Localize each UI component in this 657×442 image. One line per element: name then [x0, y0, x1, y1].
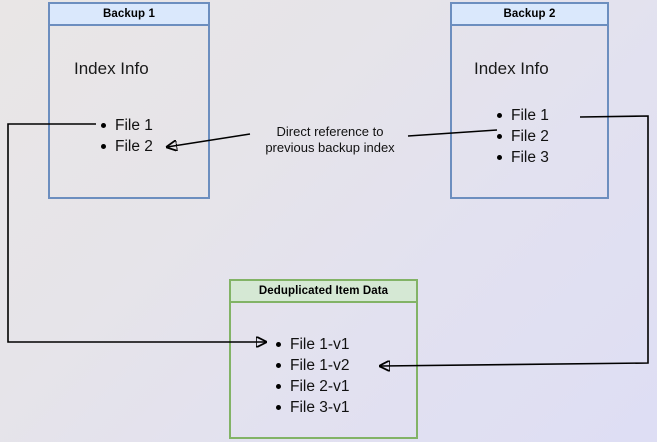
backup-2-header: Backup 2 [450, 2, 609, 26]
backup-1-box [48, 2, 210, 199]
list-item: File 3-v1 [276, 397, 349, 418]
backup-1-file-list: File 1 File 2 [101, 115, 153, 157]
direct-reference-annotation: Direct reference to previous backup inde… [247, 124, 413, 156]
backup-2-index-info-label: Index Info [474, 59, 549, 78]
deduplicated-file-list: File 1-v1 File 1-v2 File 2-v1 File 3-v1 [276, 334, 349, 418]
deduplicated-item-data-header-label: Deduplicated Item Data [258, 285, 389, 297]
list-item: File 2-v1 [276, 376, 349, 397]
deduplicated-item-data-header: Deduplicated Item Data [229, 279, 418, 303]
backup-1-header: Backup 1 [48, 2, 210, 26]
list-item: File 2 [497, 126, 549, 147]
backup-2-header-label: Backup 2 [503, 8, 556, 20]
direct-reference-line-2: previous backup index [265, 140, 395, 155]
list-item: File 3 [497, 147, 549, 168]
backup-2-box [450, 2, 609, 199]
backup-1-index-info-label: Index Info [74, 59, 149, 78]
list-item: File 1-v1 [276, 334, 349, 355]
backup-2-file-list: File 1 File 2 File 3 [497, 105, 549, 168]
list-item: File 1 [101, 115, 153, 136]
list-item: File 1 [497, 105, 549, 126]
list-item: File 2 [101, 136, 153, 157]
backup-1-header-label: Backup 1 [103, 8, 155, 20]
direct-reference-line-1: Direct reference to [276, 124, 384, 139]
list-item: File 1-v2 [276, 355, 349, 376]
